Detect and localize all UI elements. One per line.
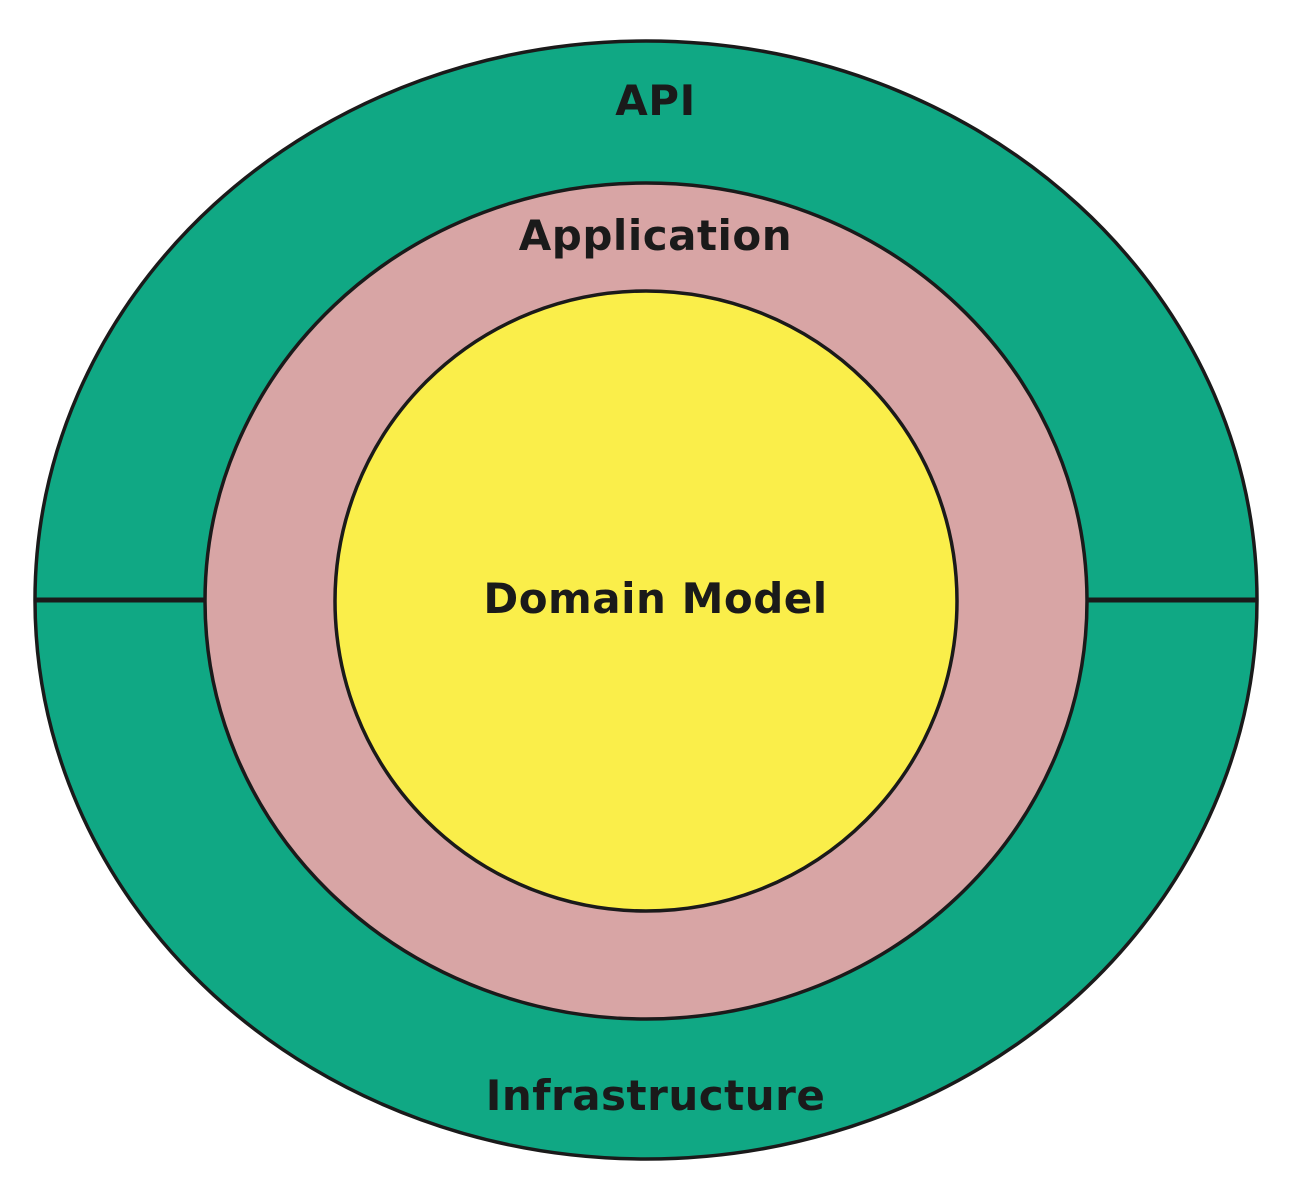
layer-label-domain-model: Domain Model xyxy=(483,574,828,623)
layer-label-application: Application xyxy=(518,211,793,260)
layer-label-infrastructure: Infrastructure xyxy=(485,1071,826,1120)
layer-label-api: API xyxy=(615,76,696,125)
layer-domain-model-shape[interactable] xyxy=(333,289,959,913)
